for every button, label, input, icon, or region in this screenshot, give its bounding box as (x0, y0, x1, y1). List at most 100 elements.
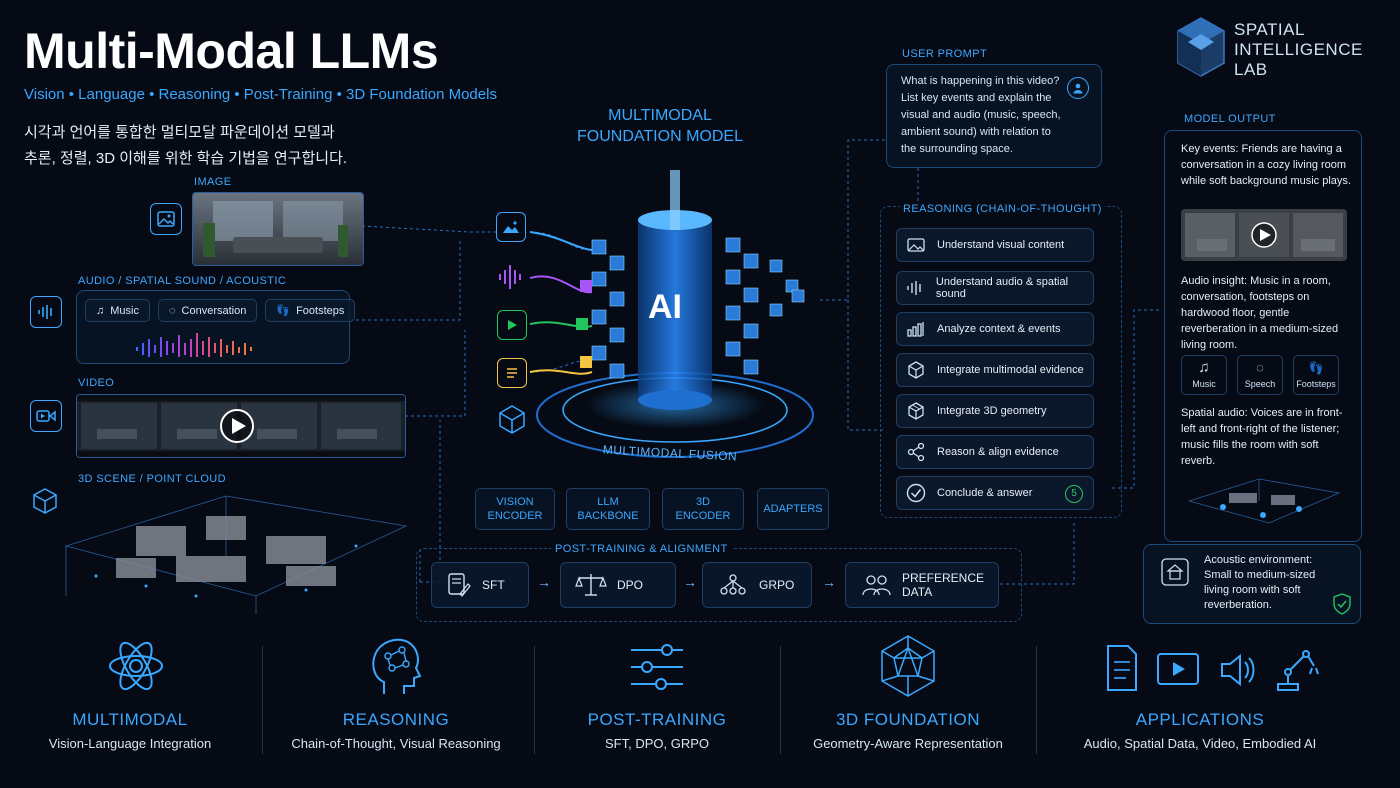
ai-core-label: AI (648, 288, 682, 326)
vision-encoder-line-2: ENCODER (487, 510, 543, 522)
3d-encoder-line-1: 3D (695, 496, 711, 508)
audio-chip-footsteps: 👣Footsteps (265, 299, 356, 322)
dpo-label: DPO (617, 578, 644, 592)
cube-icon (905, 359, 927, 381)
house-document-icon (1161, 558, 1189, 586)
brain-head-icon (372, 638, 422, 694)
audio-spectrum (136, 333, 252, 357)
model-title-line-1: MULTIMODAL (608, 107, 712, 124)
spatial-audio-room-graphic (1187, 478, 1341, 524)
bar-chart-icon (905, 318, 927, 340)
acoustic-environment-panel: Acoustic environment: Small to medium-si… (1143, 544, 1361, 624)
reasoning-label: REASONING (CHAIN-OF-THOUGHT) (900, 203, 1105, 215)
bottom-post-training-subtitle: SFT, DPO, GRPO (604, 736, 709, 751)
output-mini-speech: ◌ Speech (1237, 355, 1283, 395)
bottom-applications-subtitle: Audio, Spatial Data, Video, Embodied AI (1083, 736, 1317, 751)
model-title: MULTIMODAL FOUNDATION MODEL (575, 105, 745, 147)
korean-line-2: 추론, 정렬, 3D 이해를 위한 학습 기법을 연구합니다. (24, 150, 348, 167)
music-note-icon: ♫ (96, 304, 105, 317)
reasoning-step-4: Integrate multimodal evidence (896, 353, 1094, 387)
reasoning-step-1: Understand visual content (896, 228, 1094, 262)
output-mini-music: ♫ Music (1181, 355, 1227, 395)
user-avatar-icon (1067, 77, 1089, 99)
point-cloud-scene (64, 495, 408, 614)
atom-icon (109, 641, 163, 691)
check-circle-icon (905, 482, 927, 504)
lab-logo-icon (1177, 17, 1225, 77)
music-note-icon: ♫ (1198, 359, 1210, 376)
output-mini-speech-label: Speech (1244, 379, 1276, 389)
page-title: Multi-Modal LLMs (24, 23, 439, 79)
video-input-label: VIDEO (78, 377, 115, 389)
3d-modality-icon (499, 405, 525, 434)
video-filmstrip[interactable] (76, 394, 406, 458)
reasoning-step-6-label: Reason & align evidence (937, 446, 1059, 458)
sft-step: SFT (431, 562, 529, 608)
3d-encoder-line-2: ENCODER (675, 510, 731, 522)
reasoning-step-7-label: Conclude & answer (937, 487, 1033, 499)
step-count-badge: 5 (1065, 485, 1083, 503)
document-icon (1107, 645, 1137, 691)
reasoning-step-4-label: Integrate multimodal evidence (937, 364, 1084, 376)
share-nodes-icon (905, 441, 927, 463)
sft-label: SFT (482, 578, 505, 592)
preference-data-step: PREFERENCE DATA (845, 562, 999, 608)
adapters-label: ADAPTERS (763, 503, 823, 515)
korean-line-1: 시각과 언어를 통합한 멀티모달 파운데이션 모델과 (24, 124, 335, 141)
reasoning-step-7: Conclude & answer 5 (896, 476, 1094, 510)
model-output-label: MODEL OUTPUT (1184, 113, 1276, 125)
korean-description: 시각과 언어를 통합한 멀티모달 파운데이션 모델과 추론, 정렬, 3D 이해… (24, 120, 384, 172)
bottom-3d-foundation-title: 3D FOUNDATION (835, 710, 981, 729)
arrow-right-icon: → (683, 574, 697, 590)
speech-bubble-icon: ◌ (1256, 360, 1264, 375)
bottom-reasoning-title: REASONING (342, 710, 450, 729)
reasoning-step-3-label: Analyze context & events (937, 323, 1061, 335)
sliders-icon (631, 644, 683, 690)
dpo-step: DPO (560, 562, 676, 608)
lab-logo-text: SPATIAL INTELLIGENCE LAB (1234, 20, 1363, 80)
logo-line-2: INTELLIGENCE (1234, 40, 1363, 59)
post-training-label: POST-TRAINING & ALIGNMENT (551, 543, 732, 555)
image-thumbnail (192, 192, 364, 266)
bottom-reasoning-subtitle: Chain-of-Thought, Visual Reasoning (291, 736, 501, 751)
bottom-post-training: POST-TRAINING SFT, DPO, GRPO (537, 632, 777, 751)
bottom-divider (534, 646, 535, 754)
geodesic-sphere-icon (881, 635, 935, 697)
waveform-icon (30, 296, 62, 328)
audio-input-label: AUDIO / SPATIAL SOUND / ACOUSTIC (78, 275, 287, 287)
output-audio-insight: Audio insight: Music in a room, conversa… (1181, 275, 1339, 351)
audio-chip-conversation-label: Conversation (181, 304, 247, 317)
logo-line-3: LAB (1234, 60, 1268, 79)
output-mini-music-label: Music (1192, 379, 1216, 389)
bottom-multimodal: MULTIMODAL Vision-Language Integration (10, 632, 250, 751)
cube-icon (30, 486, 60, 516)
user-prompt-text: What is happening in this video? List ke… (901, 75, 1061, 155)
document-edit-icon (448, 573, 471, 597)
reasoning-step-5-label: Integrate 3D geometry (937, 405, 1047, 417)
audio-modality-icon (499, 265, 521, 289)
grpo-step: GRPO (702, 562, 812, 608)
grpo-label: GRPO (759, 578, 795, 592)
arrow-right-icon: → (537, 574, 551, 590)
footprint-icon: 👣 (276, 305, 291, 317)
reasoning-step-5: Integrate 3D geometry (896, 394, 1094, 428)
bottom-reasoning: REASONING Chain-of-Thought, Visual Reaso… (276, 632, 516, 751)
output-video-thumbnail[interactable] (1181, 209, 1347, 261)
page-subtitle: Vision • Language • Reasoning • Post-Tra… (24, 86, 497, 103)
output-key-events: Key events: Friends are having a convers… (1181, 143, 1351, 187)
image-icon (150, 203, 182, 235)
reasoning-step-6: Reason & align evidence (896, 435, 1094, 469)
preference-data-label: PREFERENCE DATA (902, 571, 985, 599)
arrow-right-icon: → (822, 574, 836, 590)
model-title-line-2: FOUNDATION MODEL (577, 128, 743, 145)
model-output-panel: Key events: Friends are having a convers… (1164, 130, 1362, 542)
text-modality-icon (497, 358, 527, 388)
audio-chip-music: ♫Music (85, 299, 150, 322)
bottom-3d-foundation: 3D FOUNDATION Geometry-Aware Representat… (788, 632, 1028, 751)
llm-backbone-line-1: LLM (597, 496, 619, 508)
robot-arm-icon (1277, 650, 1319, 691)
audio-input-panel: ♫Music ◌Conversation 👣Footsteps (76, 290, 356, 364)
